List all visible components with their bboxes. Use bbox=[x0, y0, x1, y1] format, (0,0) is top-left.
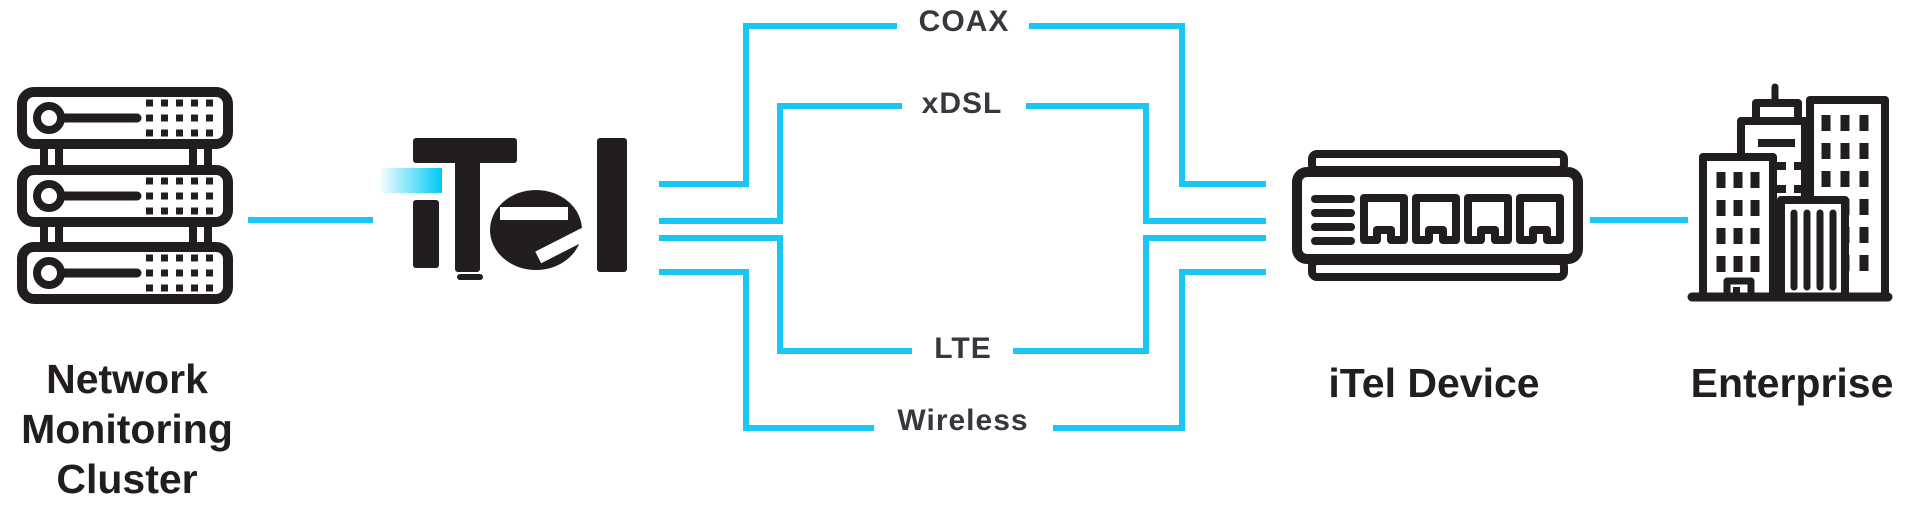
wire-lte-right bbox=[1013, 235, 1266, 354]
connection-wires bbox=[248, 23, 1688, 431]
router-icon bbox=[1292, 150, 1583, 281]
device-label: iTel Device bbox=[1328, 360, 1540, 406]
logo-letter-e bbox=[490, 190, 588, 270]
wire-wireless-right bbox=[1053, 269, 1266, 431]
logo-t-crossbar bbox=[413, 138, 517, 163]
enterprise-label: Enterprise bbox=[1690, 360, 1894, 406]
wire-xdsl-left bbox=[659, 103, 902, 224]
router-ports bbox=[1364, 198, 1560, 240]
wire-wireless-left bbox=[659, 269, 874, 431]
router-vents bbox=[1311, 195, 1355, 245]
server-rack-icon bbox=[22, 92, 228, 299]
logo-t-foot bbox=[457, 274, 483, 280]
wire-xdsl-right bbox=[1026, 103, 1266, 224]
server-rack-connectors bbox=[40, 147, 212, 244]
wire-coax-left bbox=[659, 23, 897, 187]
link-label-xdsl: xDSL bbox=[921, 87, 1003, 120]
front-building-stripes bbox=[1790, 209, 1837, 291]
cluster-label-line1: Network bbox=[46, 356, 208, 402]
itel-logo bbox=[378, 138, 627, 280]
logo-gradient-bar bbox=[378, 168, 442, 193]
logo-i-stem bbox=[413, 200, 439, 268]
link-label-lte: LTE bbox=[934, 332, 992, 365]
building-icon bbox=[1687, 83, 1893, 302]
link-label-coax: COAX bbox=[918, 5, 1010, 38]
cluster-label-line3: Cluster bbox=[56, 456, 198, 502]
link-label-wireless: Wireless bbox=[897, 404, 1029, 437]
cluster-label: Network Monitoring Cluster bbox=[21, 354, 233, 504]
wire-coax-right bbox=[1029, 23, 1266, 187]
logo-t-stem bbox=[455, 160, 480, 272]
wire-lte-left bbox=[659, 235, 912, 354]
logo-letter-l bbox=[597, 138, 627, 272]
cluster-label-line2: Monitoring bbox=[21, 406, 233, 452]
